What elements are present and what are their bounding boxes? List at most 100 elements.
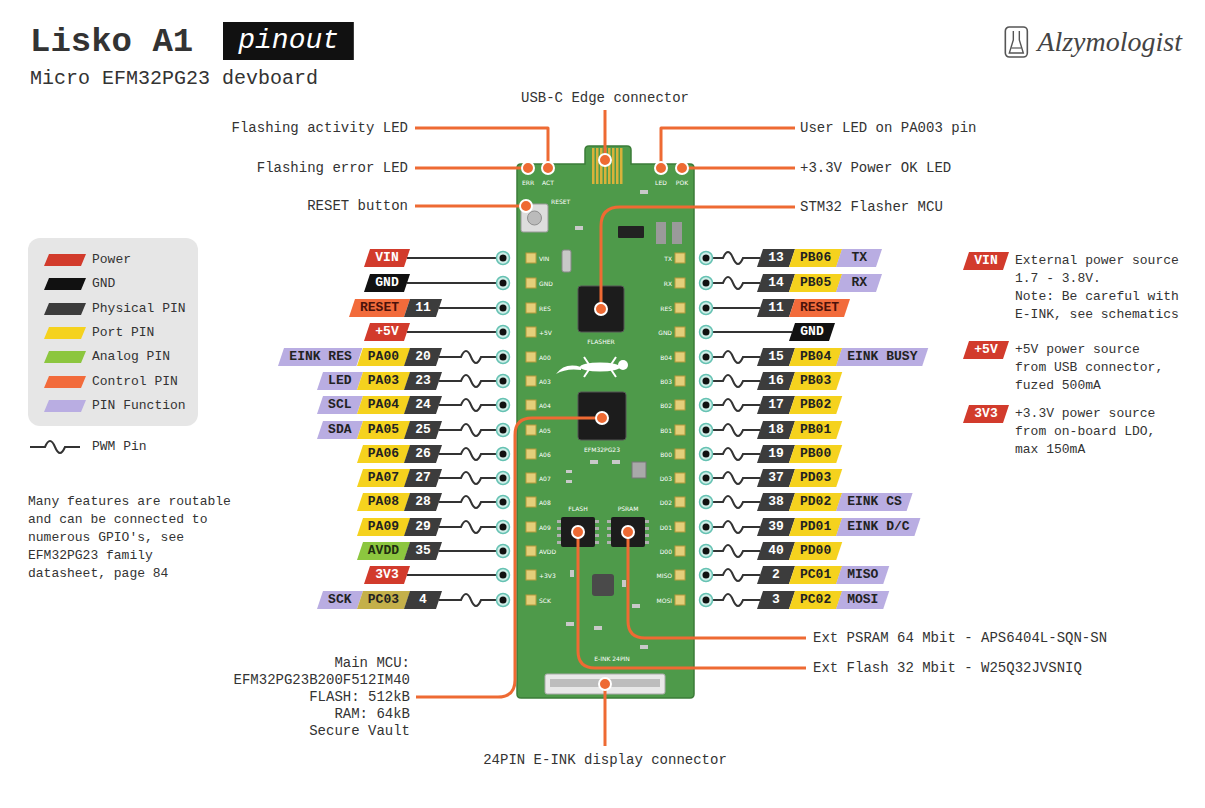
pin-tag: PB03 (789, 372, 842, 390)
tag-shape (789, 469, 842, 487)
pin-wire (439, 594, 503, 606)
pin-tag: PA05 (357, 421, 410, 439)
pin-tag: PB00 (789, 445, 842, 463)
pin-tag: PC01 (789, 566, 842, 584)
silkscreen-label: PSRAM (618, 505, 639, 512)
tag-shape (789, 591, 842, 609)
legend-swatch (44, 254, 86, 266)
pin-label: 3V3 (375, 566, 398, 584)
header-pin (500, 354, 507, 361)
header-pin (700, 545, 713, 558)
pin-label: +5V (974, 341, 997, 359)
legend-swatch (44, 376, 86, 388)
header-pin (675, 594, 713, 607)
flash-chip (557, 527, 561, 530)
callout-text: USB-C Edge connector (521, 90, 689, 107)
callout-text: User LED on PA003 pin (800, 120, 976, 137)
label-wrap: RAM: 64kB (334, 706, 410, 723)
pin-label: 39 (768, 518, 784, 536)
label-wrap: FLASHER (587, 338, 614, 345)
psram-chip (607, 534, 611, 537)
pin-label: RESET (800, 299, 839, 317)
header-pin (675, 448, 713, 461)
tag-shape (278, 348, 362, 366)
pwm-symbol (30, 441, 80, 453)
logo-icon (1005, 27, 1027, 57)
power-note: +5V power source from USB connector, fuz… (1015, 341, 1175, 395)
tag-shape (757, 249, 795, 267)
header-pin (700, 399, 713, 412)
header-pin (675, 569, 713, 582)
pin-wire (439, 399, 503, 411)
pin-tag: PA03 (357, 372, 410, 390)
tag-shape (349, 299, 410, 317)
legend-text: PWM Pin (92, 439, 147, 455)
label-wrap: RES (539, 305, 551, 312)
psram-chip (645, 520, 649, 523)
tag-shape (404, 542, 442, 560)
label-wrap: PSRAM (618, 505, 639, 512)
mcu-spec: Main MCU: (334, 655, 410, 672)
flash-chip (557, 520, 561, 523)
pin-tag: 28 (404, 493, 442, 511)
pin-label: PA05 (368, 421, 399, 439)
silkscreen-label: FLASH (568, 505, 587, 512)
label-wrap: B03 (660, 378, 672, 385)
pin-tag: 37 (757, 469, 795, 487)
header-pin (675, 521, 713, 534)
header-pin (526, 253, 536, 263)
pin-tag: PB04 (789, 348, 842, 366)
pin-tag: +5V (963, 341, 1009, 359)
pin-tag: PD03 (789, 469, 842, 487)
pin-tag: PC02 (789, 591, 842, 609)
pin-tag: RESET (789, 299, 850, 317)
silkscreen-label: A08 (539, 499, 551, 506)
label-wrap: A07 (539, 475, 551, 482)
pin-tag: MOSI (836, 591, 889, 609)
tag-shape (364, 566, 410, 584)
pin-tag: SCK (317, 591, 363, 609)
header-pin (700, 424, 713, 437)
tag-shape (836, 591, 889, 609)
label-wrap: TX (664, 255, 672, 262)
header-pin (497, 472, 510, 485)
header-pin (703, 305, 710, 312)
pin-label: 25 (415, 421, 431, 439)
header-pin (675, 570, 685, 580)
pin-label: SCK (328, 591, 351, 609)
leader-dot (520, 200, 532, 212)
gecko-logo (584, 357, 616, 377)
pin-tag: PB01 (789, 421, 842, 439)
pin-wire (439, 550, 503, 552)
routing-note: Many features are routable and can be co… (28, 493, 235, 583)
silkscreen-label: A07 (539, 475, 551, 482)
header-pin (500, 597, 507, 604)
legend-row: Power (92, 252, 131, 268)
leader-dot (542, 162, 554, 174)
gecko-logo (580, 363, 620, 372)
tag-shape (757, 542, 795, 560)
pin-tag: GND (789, 323, 835, 341)
callout-text: 24PIN E-INK display connector (483, 752, 727, 769)
label-wrap: B02 (660, 402, 672, 409)
label-wrap: D02 (660, 499, 672, 506)
tag-shape (357, 493, 410, 511)
legend-swatch (44, 278, 86, 290)
header-pin (675, 522, 685, 532)
silkscreen-label: B03 (660, 378, 672, 385)
header-pin (675, 497, 685, 507)
pin-label: PA09 (368, 518, 399, 536)
silkscreen-label: EFM32PG23 (584, 446, 620, 453)
passive (640, 645, 648, 649)
silkscreen-label: B04 (660, 354, 672, 361)
tag-shape (757, 274, 795, 292)
pin-label: MOSI (847, 591, 878, 609)
board (517, 146, 694, 698)
header-pin (700, 326, 713, 339)
header-pin (497, 252, 537, 265)
badge-shape (223, 22, 354, 60)
header-pin (497, 252, 713, 607)
label-wrap: RESET button (307, 198, 408, 215)
gecko-logo (556, 366, 581, 374)
